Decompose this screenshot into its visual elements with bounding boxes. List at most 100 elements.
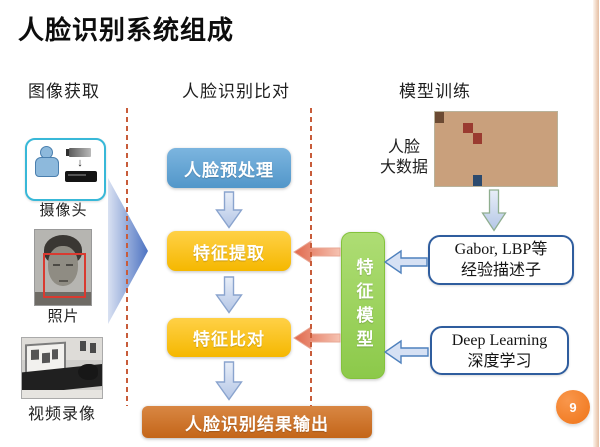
collage-cell — [510, 154, 520, 165]
collage-cell — [491, 122, 501, 134]
photo-eye-left — [53, 264, 60, 266]
person-body-icon — [35, 157, 59, 177]
collage-cell — [491, 175, 501, 186]
face-detection-rect — [43, 253, 86, 298]
collage-cell — [472, 154, 482, 165]
model-to-comparison-arrow — [293, 326, 341, 350]
preprocess-box: 人脸预处理 — [167, 148, 291, 188]
photo-label: 照片 — [47, 308, 80, 325]
page-title: 人脸识别系统组成 — [18, 15, 235, 45]
collage-cell — [547, 133, 557, 144]
face-bigdata-line1: 人脸 — [387, 139, 420, 156]
feature-comparison-box: 特征比对 — [167, 318, 291, 357]
collage-cell — [500, 122, 511, 134]
collage-cell — [472, 122, 482, 134]
collage-cell — [500, 154, 511, 165]
collage-cell — [538, 154, 548, 165]
collage-cell — [481, 175, 492, 186]
deep-learning-box: Deep Learning 深度学习 — [430, 326, 569, 375]
screen-thumbnail — [42, 352, 50, 364]
collage-cell — [435, 164, 445, 176]
collage-cell — [453, 133, 464, 144]
pipeline-left-dashed-line — [126, 108, 128, 406]
dl-line2: 深度学习 — [467, 352, 532, 370]
desk — [22, 390, 102, 398]
gabor-lbp-box: Gabor, LBP等 经验描述子 — [428, 235, 574, 285]
collage-cell — [500, 133, 511, 144]
collage-cell — [463, 154, 473, 165]
collage-cell — [481, 154, 492, 165]
collage-cell — [500, 164, 511, 176]
face-bigdata-label: 人脸 大数据 — [374, 138, 434, 178]
collage-cell — [528, 122, 539, 134]
collage-cell — [435, 133, 445, 144]
dvr-box-icon — [65, 171, 97, 182]
collage-cell — [481, 143, 492, 155]
feature-extraction-box: 特征提取 — [167, 231, 291, 271]
gabor-line2: 经验描述子 — [460, 262, 541, 279]
collage-cell — [538, 133, 548, 144]
collage-cell — [510, 112, 520, 123]
collage-cell — [453, 112, 464, 123]
collage-cell — [547, 143, 557, 155]
collage-cell — [500, 175, 511, 186]
collage-down-arrow — [481, 189, 507, 232]
collage-cell — [463, 122, 473, 134]
gabor-to-model-arrow — [384, 249, 428, 275]
collage-cell — [528, 164, 539, 176]
collage-cell — [472, 164, 482, 176]
collage-cell — [453, 175, 464, 186]
collage-cell — [435, 143, 445, 155]
header-face-matching: 人脸识别比对 — [182, 82, 290, 101]
flow-down-arrow-1 — [215, 191, 243, 229]
collage-cell — [528, 112, 539, 123]
collage-cell — [519, 122, 529, 134]
collage-cell — [500, 143, 511, 155]
collage-cell — [472, 175, 482, 186]
collage-cell — [481, 122, 492, 134]
slide-edge-decoration — [593, 0, 599, 447]
collage-cell — [510, 143, 520, 155]
collage-cell — [491, 143, 501, 155]
collage-cell — [444, 154, 454, 165]
collage-cell — [547, 164, 557, 176]
camera-illustration: ↓ — [25, 138, 106, 201]
collage-cell — [463, 143, 473, 155]
collage-cell — [547, 122, 557, 134]
collage-cell — [435, 122, 445, 134]
collage-cell — [538, 164, 548, 176]
collage-cell — [481, 164, 492, 176]
camera-icon — [69, 148, 91, 157]
screen-thumbnail — [31, 349, 39, 361]
face-collage-image — [435, 112, 557, 186]
photo-mouth — [59, 280, 68, 282]
collage-cell — [547, 112, 557, 123]
photo-illustration — [35, 230, 91, 305]
photo-face — [48, 246, 78, 286]
collage-cell — [547, 175, 557, 186]
collage-cell — [510, 122, 520, 134]
video-label: 视频录像 — [27, 406, 96, 423]
screen-thumbnail — [52, 349, 58, 360]
flow-down-arrow-2 — [215, 276, 243, 314]
collage-cell — [444, 133, 454, 144]
down-arrow-icon: ↓ — [77, 157, 83, 169]
header-model-training: 模型训练 — [399, 82, 471, 101]
collage-cell — [510, 133, 520, 144]
dl-to-model-arrow — [384, 339, 429, 365]
recognition-output-box: 人脸识别结果输出 — [142, 406, 372, 438]
collage-cell — [491, 112, 501, 123]
collage-cell — [453, 122, 464, 134]
collage-cell — [491, 164, 501, 176]
collage-cell — [463, 112, 473, 123]
flow-down-arrow-3 — [215, 361, 243, 401]
dl-line1: Deep Learning — [451, 331, 548, 349]
collage-cell — [519, 175, 529, 186]
collage-cell — [453, 143, 464, 155]
model-to-extraction-arrow — [293, 240, 341, 264]
collage-cell — [444, 175, 454, 186]
collage-cell — [481, 112, 492, 123]
hand — [78, 364, 98, 380]
collage-cell — [463, 175, 473, 186]
